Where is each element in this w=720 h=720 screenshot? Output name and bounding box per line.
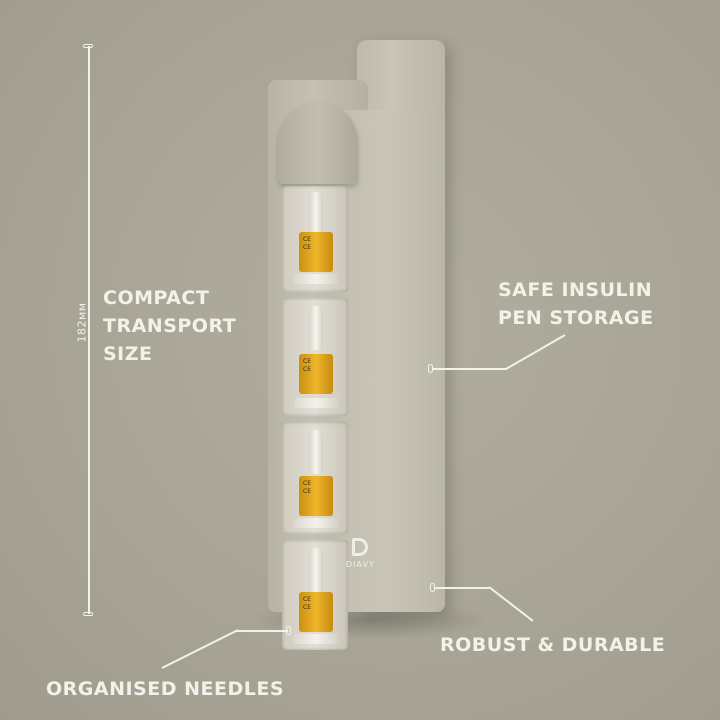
needle-base <box>294 398 338 408</box>
safe-line-1: SAFE INSULIN <box>498 279 653 301</box>
robust-leader-diagonal <box>488 586 534 622</box>
needle-cover <box>309 548 323 592</box>
compact-line-3: SIZE <box>103 343 153 365</box>
compact-size-label: COMPACT TRANSPORT SIZE <box>103 284 236 368</box>
organised-needles-label: ORGANISED NEEDLES <box>46 678 285 700</box>
needle-cover <box>309 430 323 474</box>
needle-base <box>294 274 338 284</box>
measure-cap-bottom <box>83 612 93 616</box>
needles-leader-diagonal <box>161 629 239 669</box>
brand-name: DIAVY <box>346 560 375 569</box>
height-measure-line <box>88 46 90 614</box>
safe-storage-leader-diagonal <box>505 334 566 370</box>
compact-line-2: TRANSPORT <box>103 315 237 337</box>
measure-cap-top <box>83 44 93 48</box>
needles-leader <box>236 630 288 632</box>
needle-cover <box>309 306 323 350</box>
pen-storage-body <box>330 110 440 612</box>
safe-storage-leader <box>433 368 507 370</box>
brand-logo-icon <box>352 538 368 556</box>
robust-leader <box>435 587 489 589</box>
compact-line-1: COMPACT <box>103 287 210 309</box>
needle-base <box>294 518 338 528</box>
case-cap <box>278 102 358 184</box>
needle-base <box>294 634 338 644</box>
robust-callout-dot <box>430 583 435 592</box>
robust-durable-label: ROBUST & DURABLE <box>440 634 666 656</box>
height-measure-label: 182мм <box>75 302 89 343</box>
safe-storage-callout-dot <box>428 364 433 373</box>
safe-storage-label: SAFE INSULIN PEN STORAGE <box>498 276 654 332</box>
needle-cover <box>309 192 323 236</box>
safe-line-2: PEN STORAGE <box>498 307 654 329</box>
